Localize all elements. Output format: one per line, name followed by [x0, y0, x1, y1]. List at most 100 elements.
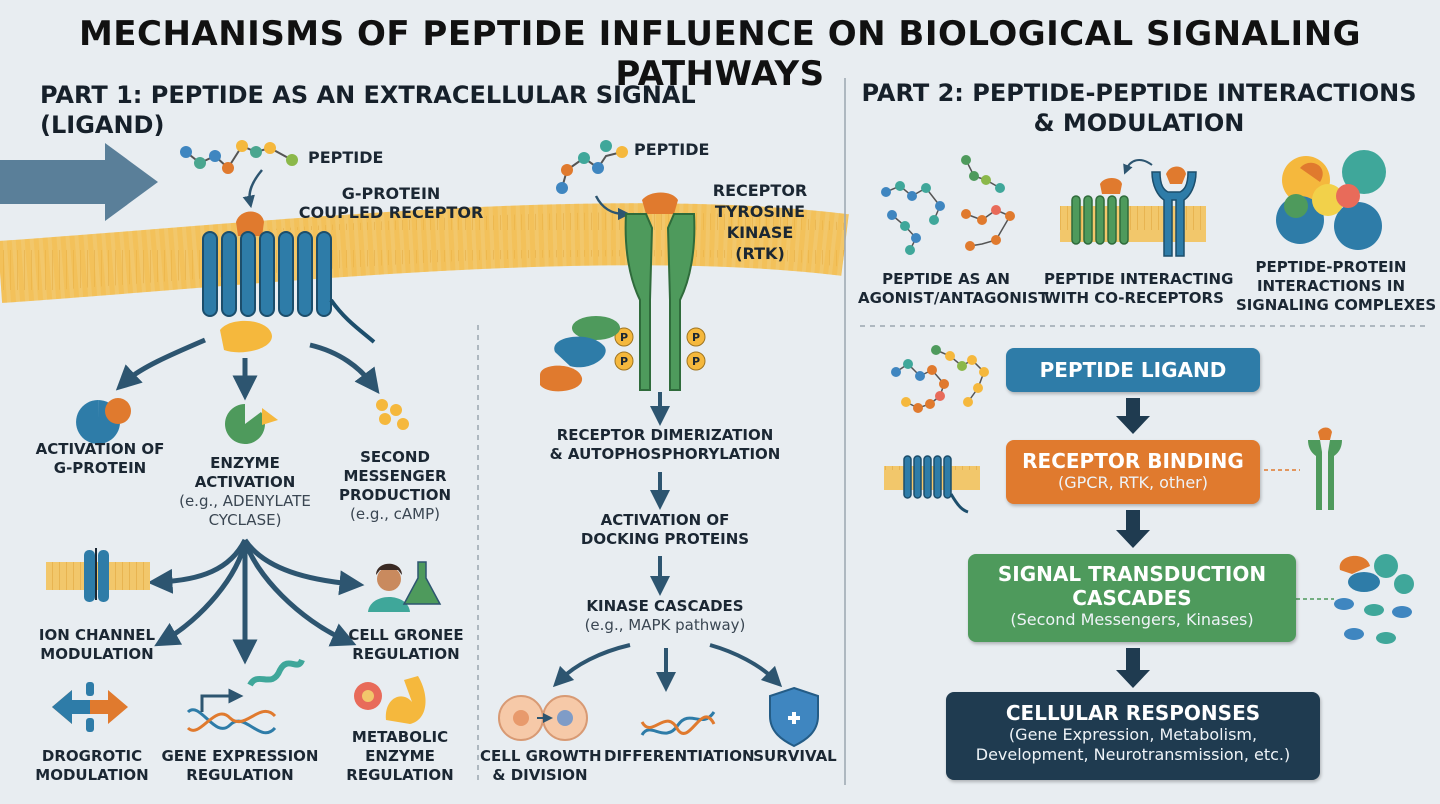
label-line: KINASE CASCADES — [586, 597, 744, 615]
box-title: SIGNAL TRANSDUCTION — [997, 562, 1267, 586]
label-line: PEPTIDE INTERACTING — [1044, 270, 1234, 288]
label-line: ION CHANNEL — [38, 626, 156, 644]
box-title: RECEPTOR BINDING — [1022, 449, 1244, 473]
drogrotic-label: DROGROTIC MODULATION — [22, 747, 162, 785]
label-sub: (e.g., ADENYLATE — [179, 492, 311, 510]
label-line: TYROSINE — [714, 202, 806, 221]
rtk-receptor: P P P P — [614, 192, 706, 391]
gpcr-output-arrows — [115, 337, 380, 401]
label-line: MESSENGER — [343, 467, 447, 485]
label-line: MODULATION — [35, 766, 149, 784]
small-gpcr-icon — [884, 455, 980, 514]
co-receptor-label: PEPTIDE INTERACTING WITH CO-RECEPTORS — [1044, 270, 1234, 308]
gpcr-label-line2: COUPLED RECEPTOR — [298, 203, 484, 222]
gpcr-peptide-label: PEPTIDE — [308, 148, 384, 167]
enzyme-activation-label: ENZYME ACTIVATION (e.g., ADENYLATE CYCLA… — [170, 454, 320, 530]
intro-arrow — [0, 143, 158, 221]
scientist-icon — [368, 561, 442, 612]
differentiation-dna-icon — [640, 711, 716, 736]
label-sub: CYCLASE) — [208, 511, 282, 529]
label-line: MODULATION — [40, 645, 154, 663]
label-line: ACTIVATION — [194, 473, 296, 491]
box-sub: (Gene Expression, Metabolism, — [1008, 725, 1258, 744]
peptide-ligand-box: PEPTIDE LIGAND — [1006, 348, 1260, 392]
label-line: RECEPTOR DIMERIZATION — [556, 426, 774, 444]
label-line: & AUTOPHOSPHORYLATION — [549, 445, 781, 463]
metabolic-enzyme-icon — [354, 676, 426, 724]
docking-proteins-icon — [540, 316, 620, 392]
peptide-chain-gpcr — [180, 140, 298, 174]
phospho-label: P — [620, 331, 628, 344]
label-line: & DIVISION — [492, 766, 588, 784]
docking-activation-label: ACTIVATION OF DOCKING PROTEINS — [560, 511, 770, 549]
ion-channel-label: ION CHANNEL MODULATION — [22, 626, 172, 664]
box-sub: Development, Neurotransmission, etc.) — [975, 745, 1291, 764]
phospho-label: P — [692, 331, 700, 344]
co-receptor-icon — [1060, 158, 1206, 257]
label-line: (RTK) — [735, 244, 785, 263]
gpcr-label: G-PROTEIN COUPLED RECEPTOR — [296, 184, 486, 222]
cell-membrane — [0, 203, 849, 303]
g-protein-icon — [76, 398, 131, 444]
label-line: DOCKING PROTEINS — [580, 530, 750, 548]
label-line: PEPTIDE-PROTEIN — [1255, 258, 1407, 276]
label-line: SECOND — [360, 448, 430, 466]
enzyme-fan-arrows — [147, 538, 365, 665]
label-line: PEPTIDE AS AN — [882, 270, 1010, 288]
label-line: ENZYME — [210, 454, 280, 472]
signaling-complex-icon — [1276, 150, 1386, 250]
rtk-label: RECEPTOR TYROSINE KINASE (RTK) — [700, 180, 820, 264]
part2-title-line1: PART 2: PEPTIDE-PEPTIDE INTERACTIONS — [861, 79, 1417, 107]
agonist-label: PEPTIDE AS AN AGONIST/ANTAGONIST — [858, 270, 1049, 308]
label-line: INTERACTIONS IN — [1256, 277, 1406, 295]
enzyme-icon — [225, 404, 278, 444]
label-line: REGULATION — [352, 645, 460, 663]
part2-title-line2: & MODULATION — [1033, 109, 1245, 137]
metabolic-label: METABOLIC ENZYME REGULATION — [330, 728, 470, 785]
label-line: DROGROTIC — [41, 747, 143, 765]
second-messenger-icon — [376, 399, 409, 430]
box-title: CELLULAR RESPONSES — [1005, 701, 1261, 725]
label-line: SIGNALING COMPLEXES — [1236, 296, 1437, 314]
box-title: PEPTIDE LIGAND — [1039, 358, 1227, 382]
signal-transduction-box: SIGNAL TRANSDUCTION CASCADES (Second Mes… — [968, 554, 1296, 642]
flow-arrows — [1116, 398, 1150, 688]
label-sub: (e.g., cAMP) — [349, 505, 441, 523]
cell-growth-label: CELL GROWTH & DIVISION — [480, 747, 602, 785]
gene-expression-label: GENE EXPRESSION REGULATION — [160, 747, 320, 785]
label-sub: (e.g., MAPK pathway) — [584, 616, 746, 634]
label-line: METABOLIC — [351, 728, 449, 746]
receptor-binding-box: RECEPTOR BINDING (GPCR, RTK, other) — [1006, 440, 1260, 504]
label-line: ACTIVATION OF — [35, 440, 165, 458]
label-line: REGULATION — [346, 766, 454, 784]
label-line: AGONIST/ANTAGONIST — [858, 289, 1049, 307]
gpcr-receptor — [202, 211, 376, 353]
survival-label: SURVIVAL — [753, 747, 837, 765]
cell-gronee-label: CELL GRONEE REGULATION — [336, 626, 476, 664]
gpcr-label-line1: G-PROTEIN — [341, 184, 441, 203]
phospho-label: P — [692, 355, 700, 368]
label-line: G-PROTEIN — [53, 459, 147, 477]
cellular-responses-box: CELLULAR RESPONSES (Gene Expression, Met… — [946, 692, 1320, 780]
ligand-peptides-icon — [891, 345, 989, 413]
g-protein-activation-label: ACTIVATION OF G-PROTEIN — [30, 440, 170, 478]
label-line: REGULATION — [186, 766, 294, 784]
dna-icon — [186, 658, 305, 735]
part2-title: PART 2: PEPTIDE-PEPTIDE INTERACTIONS & M… — [858, 78, 1420, 138]
label-line: CELL GRONEE — [348, 626, 464, 644]
dimerization-label: RECEPTOR DIMERIZATION & AUTOPHOSPHORYLAT… — [540, 426, 790, 464]
label-line: KINASE — [726, 223, 794, 242]
label-line: GENE EXPRESSION — [161, 747, 319, 765]
transduction-complex-icon — [1334, 554, 1414, 644]
phospho-label: P — [620, 355, 628, 368]
box-sub: (GPCR, RTK, other) — [1057, 473, 1208, 492]
double-arrow-icon — [52, 682, 128, 732]
second-messenger-label: SECOND MESSENGER PRODUCTION (e.g., cAMP) — [330, 448, 460, 524]
label-line: ENZYME — [365, 747, 435, 765]
survival-shield-icon — [769, 686, 819, 748]
label-line: WITH CO-RECEPTORS — [1044, 289, 1224, 307]
rtk-step-arrows — [552, 392, 783, 692]
box-title: CASCADES — [1072, 586, 1192, 610]
part1-title: PART 1: PEPTIDE AS AN EXTRACELLULAR SIGN… — [40, 81, 696, 139]
